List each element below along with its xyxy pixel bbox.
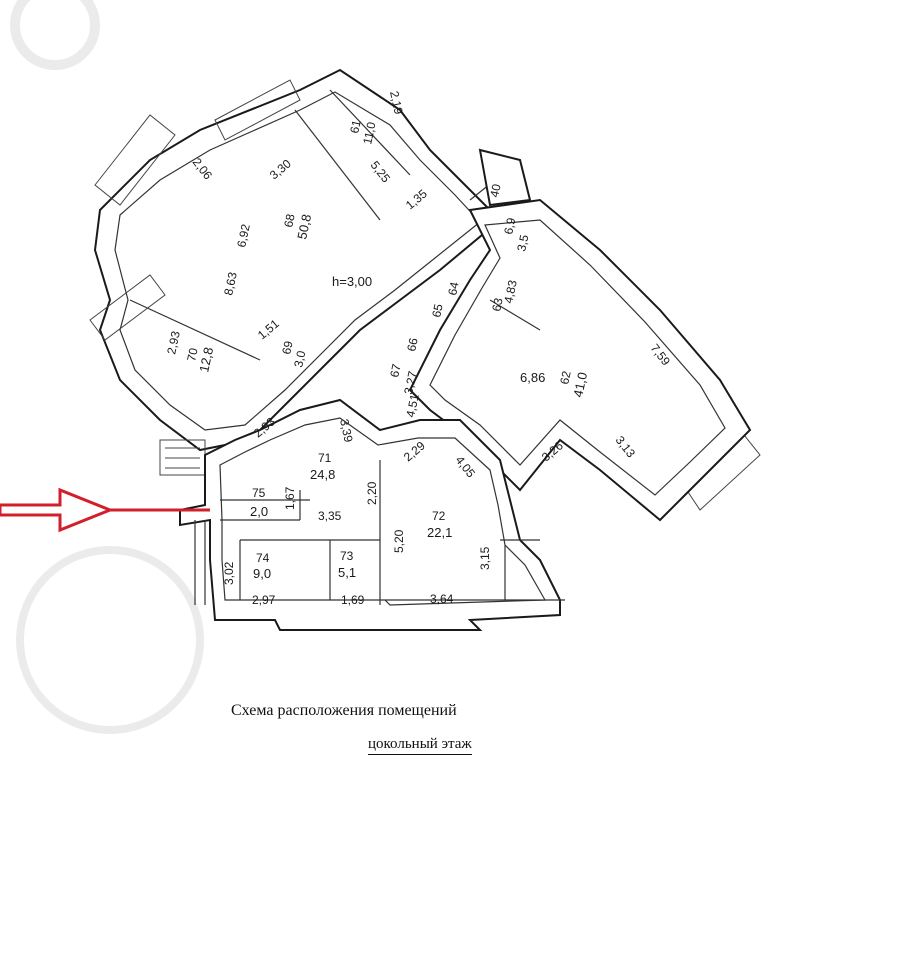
watermark bbox=[10, 0, 204, 734]
plan-caption-floor: цокольный этаж bbox=[368, 736, 472, 755]
dim-label: 2,20 bbox=[365, 481, 379, 505]
room-70-area: 12,8 bbox=[196, 346, 216, 374]
dim-label: 1,67 bbox=[283, 486, 297, 510]
room-72-area: 22,1 bbox=[427, 525, 452, 540]
dim-label: 65 bbox=[429, 302, 446, 318]
room-73-number: 73 bbox=[340, 549, 354, 563]
dim-label: 6,86 bbox=[520, 370, 545, 385]
dim-label: 6,9 bbox=[501, 216, 518, 236]
room-70-number: 70 bbox=[184, 346, 201, 362]
ceiling-height: h=3,00 bbox=[332, 274, 372, 289]
right-wing-walls bbox=[408, 148, 752, 522]
core-walls bbox=[179, 398, 565, 631]
dim-label: 3,64 bbox=[430, 592, 454, 606]
dim-label: 8,63 bbox=[221, 271, 240, 297]
dim-label: 3,27 bbox=[401, 370, 420, 396]
room-69-area: 3,0 bbox=[291, 349, 308, 369]
dim-label: 3,02 bbox=[222, 561, 236, 585]
dim-label: 40 bbox=[487, 182, 504, 198]
dim-label: 5,20 bbox=[392, 529, 406, 553]
dim-label: 6,92 bbox=[234, 223, 253, 249]
dim-label: 2,97 bbox=[252, 593, 276, 607]
room-62-number: 62 bbox=[557, 369, 574, 385]
room-74-number: 74 bbox=[256, 551, 270, 565]
room-63-area: 4,83 bbox=[501, 279, 520, 305]
room-62-area: 41,0 bbox=[570, 371, 590, 399]
room-74-area: 9,0 bbox=[253, 566, 271, 581]
dim-label: 2,19 bbox=[387, 90, 406, 116]
room-68-number: 68 bbox=[281, 212, 298, 228]
entrance-arrow bbox=[0, 487, 210, 533]
dim-label: 3,39 bbox=[337, 418, 356, 444]
room-75-area: 2,0 bbox=[250, 504, 268, 519]
room-63-number: 63 bbox=[489, 296, 506, 312]
dim-label: 67 bbox=[387, 362, 404, 378]
dim-label: 1,69 bbox=[341, 593, 365, 607]
room-71-area: 24,8 bbox=[310, 467, 335, 482]
room-75-number: 75 bbox=[252, 486, 266, 500]
room-72-number: 72 bbox=[432, 509, 446, 523]
plan-caption-title: Схема расположения помещений bbox=[231, 702, 457, 719]
room-68-area: 50,8 bbox=[294, 213, 314, 241]
room-labels: 71 24,8 72 22,1 73 5,1 74 9,0 75 2,0 68 … bbox=[184, 118, 590, 581]
room-73-area: 5,1 bbox=[338, 565, 356, 580]
left-wing-walls bbox=[93, 68, 502, 452]
room-61-number: 61 bbox=[347, 118, 364, 134]
dim-label: 3,15 bbox=[478, 546, 492, 570]
room-69-number: 69 bbox=[279, 339, 296, 355]
room-61-area: 11,0 bbox=[360, 120, 378, 145]
dim-label: 3,35 bbox=[318, 509, 342, 523]
room-71-number: 71 bbox=[318, 451, 332, 465]
dim-label: 66 bbox=[404, 336, 421, 352]
dim-label: 2,93 bbox=[164, 330, 183, 356]
dim-label: 3,5 bbox=[514, 233, 531, 253]
dim-label: 4,51 bbox=[403, 393, 422, 419]
dim-label: 64 bbox=[445, 280, 462, 296]
